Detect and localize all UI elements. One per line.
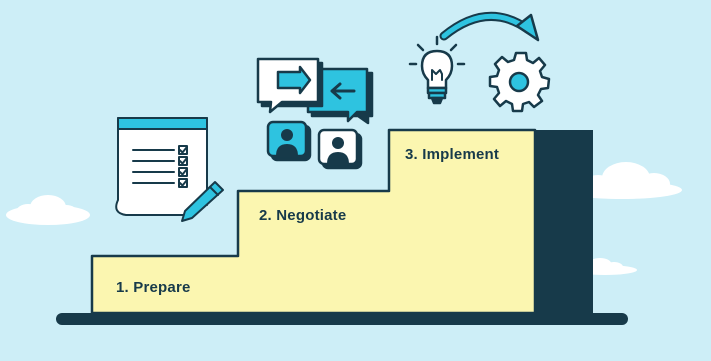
ground-line bbox=[56, 313, 628, 325]
step-label-implement: 3. Implement bbox=[405, 146, 500, 163]
step-label-prepare: 1. Prepare bbox=[116, 279, 191, 296]
step-label-negotiate: 2. Negotiate bbox=[259, 207, 347, 224]
staircase-steps bbox=[90, 128, 537, 315]
staircase-side bbox=[535, 130, 593, 315]
checklist-with-pencil-icon bbox=[115, 117, 224, 222]
lightbulb-to-gear-icon bbox=[408, 11, 551, 113]
speech-bubbles-with-people-icon bbox=[256, 57, 374, 170]
cloud-icon bbox=[6, 195, 90, 225]
